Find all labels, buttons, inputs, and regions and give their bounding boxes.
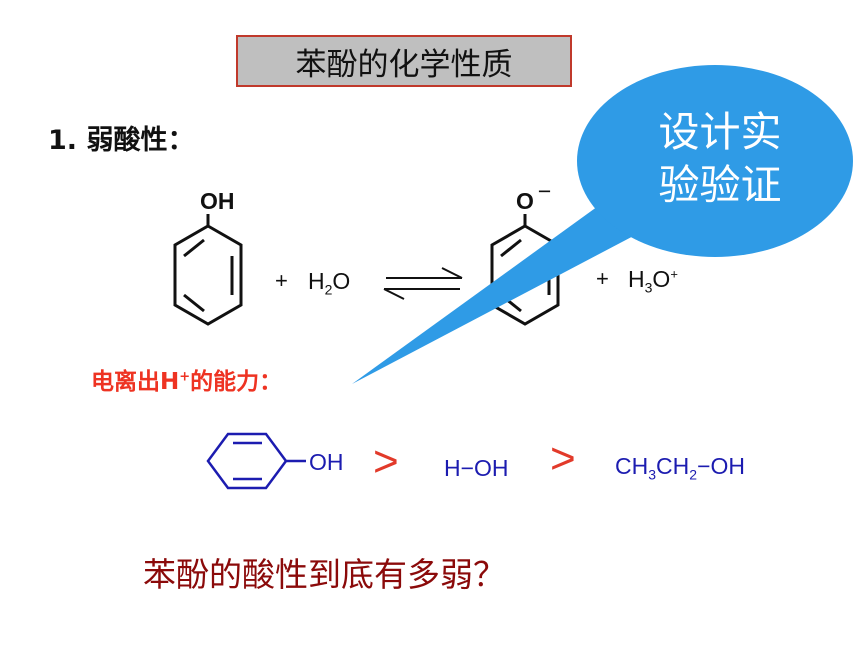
callout-text: 设计实 验验证 (635, 106, 805, 212)
greater-than-1: > (373, 437, 399, 486)
hydronium-formula: H3O+ (628, 266, 678, 296)
water-formula: H2O (308, 268, 351, 298)
phenoxide-o-label: O− (516, 178, 552, 214)
water-compare: H−OH (444, 455, 509, 481)
section-heading: 1. 弱酸性： (48, 125, 195, 156)
callout-line-1: 设计实 (658, 108, 782, 156)
greater-than-2: > (550, 434, 576, 483)
ethanol-compare: CH3CH2−OH (615, 453, 745, 483)
phenol-oh-compare: OH (309, 449, 344, 475)
closing-question: 苯酚的酸性到底有多弱？ (143, 555, 506, 594)
plus-sign-2: + (596, 266, 609, 291)
phenol-small-structure (206, 432, 306, 490)
slide-title: 苯酚的化学性质 (236, 35, 572, 87)
equilibrium-arrows (383, 267, 463, 300)
plus-sign-1: + (275, 268, 288, 293)
phenol-oh-label: OH (200, 188, 235, 214)
phenol-structure (173, 214, 243, 326)
ionization-label: 电离出H+的能力： (91, 369, 283, 395)
callout-line-2: 验验证 (658, 161, 782, 209)
